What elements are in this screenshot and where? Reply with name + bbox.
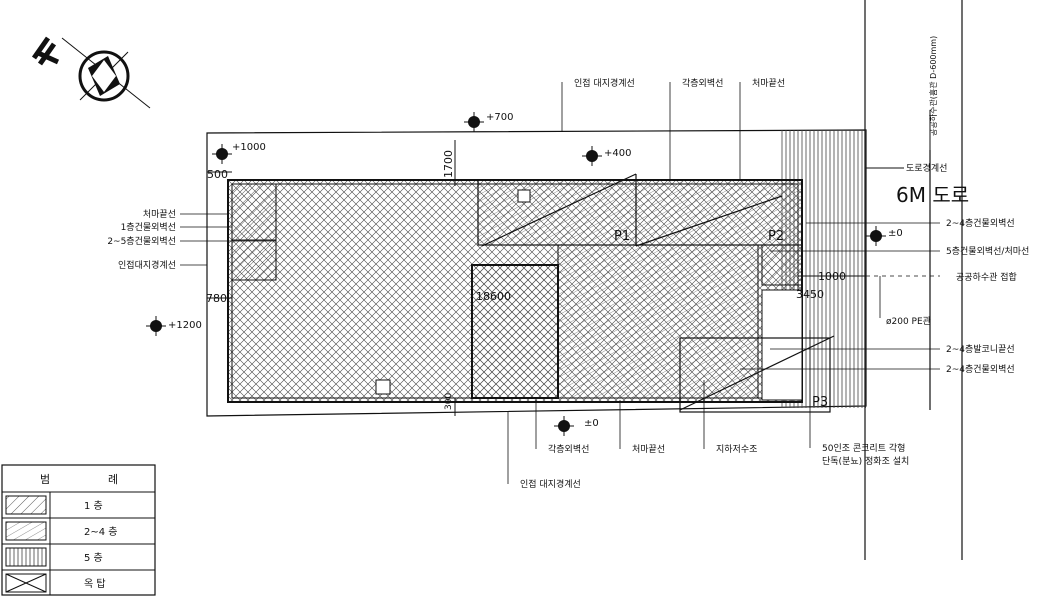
legend-item-label: 5 층 xyxy=(84,552,103,564)
left-leader-label: 인접대지경계선 xyxy=(118,259,176,271)
pipe-label: ø200 PE관 xyxy=(886,316,931,327)
point-label: P2 xyxy=(768,229,784,244)
level-label: +1200 xyxy=(168,320,202,331)
left-leader-label: 처마끝선 xyxy=(143,208,176,220)
level-label: ±0 xyxy=(888,228,903,239)
right-leader-label: 5층건물외벽선/처마선 xyxy=(946,245,1029,257)
bottom-leader-label: 각층외벽선 xyxy=(548,443,589,455)
bottom-leader-label: 지하저수조 xyxy=(716,444,757,455)
dimension-label: 300 xyxy=(444,393,454,410)
level-marker-2 xyxy=(464,112,484,132)
level-label: +400 xyxy=(604,148,631,159)
dimension-label: 1700 xyxy=(442,150,455,178)
right-leader-label: 2~4층건물외벽선 xyxy=(946,217,1015,229)
right-leader-label: 2~4층건물외벽선 xyxy=(946,363,1015,375)
dimension-label: 1000 xyxy=(818,270,846,283)
legend-item-label: 옥 탑 xyxy=(84,578,106,590)
point-label: P3 xyxy=(812,395,828,410)
legend-item-label: 1 층 xyxy=(84,500,103,512)
left-leader-label: 1층건물외벽선 xyxy=(121,221,176,233)
left-leader-label: 2~5층건물외벽선 xyxy=(107,235,176,247)
sewer-label: 공공하수관(흄관 D-600mm) xyxy=(928,36,938,136)
legend-title: 범 xyxy=(40,473,50,486)
dimension-label: 500 xyxy=(207,168,228,181)
point-label: P1 xyxy=(614,229,630,244)
legend-title: 례 xyxy=(108,473,118,486)
level-label: +1000 xyxy=(232,142,266,153)
level-marker-3 xyxy=(582,146,602,166)
top-leader-label: 각층외벽선 xyxy=(682,77,723,89)
dimension-label: 3450 xyxy=(796,288,824,301)
road-label: 6M 도로 xyxy=(896,183,969,207)
top-leader-label: 인접 대지경계선 xyxy=(574,77,635,89)
core-block xyxy=(471,264,559,399)
bottom-leader-label: 50인조 콘크리트 각형 xyxy=(822,442,905,454)
level-marker-1 xyxy=(212,144,232,164)
legend: 범 례 1 층 2~4 층 5 층 옥 탑 xyxy=(1,464,156,596)
road-boundary-label: 도로경계선 xyxy=(906,162,947,174)
sewer-connection-label: 공공하수관 접합 xyxy=(956,271,1017,283)
dimension-label: 780 xyxy=(206,292,227,305)
level-marker-5 xyxy=(146,316,166,336)
top-leader-label: 처마끝선 xyxy=(752,77,785,89)
level-label: +700 xyxy=(486,112,513,123)
level-label: ±0 xyxy=(584,418,599,429)
bottom-leader-label: 처마끝선 xyxy=(632,443,665,455)
dimension-label: 18600 xyxy=(476,290,511,303)
legend-item-label: 2~4 층 xyxy=(84,526,117,538)
bottom-leader-label: 단독(분뇨) 정화조 설치 xyxy=(822,455,909,467)
left-hatch xyxy=(231,183,277,281)
level-marker-4 xyxy=(866,226,886,246)
level-marker-6 xyxy=(554,416,574,436)
bottom-leader-label: 인접 대지경계선 xyxy=(520,478,581,490)
upper-hatch xyxy=(477,179,803,246)
north-arrow-icon xyxy=(31,36,151,109)
right-leader-label: 2~4층발코니끝선 xyxy=(946,344,1015,355)
